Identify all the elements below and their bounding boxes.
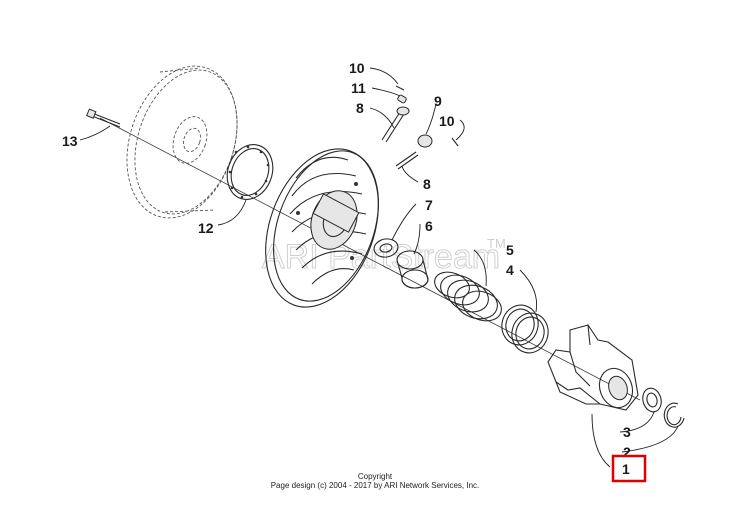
part-sheave-dashed: [126, 65, 238, 219]
callout-8-top[interactable]: 8: [356, 100, 364, 116]
callout-2[interactable]: 2: [623, 444, 631, 460]
callout-10-top[interactable]: 10: [349, 60, 365, 76]
leader-lines: [79, 67, 679, 468]
callouts: 13 12 10 11 8 9 10 8 7 6 5 4 3 2 1: [62, 60, 631, 477]
copyright-title: Copyright: [358, 472, 393, 481]
callout-11[interactable]: 11: [351, 80, 366, 96]
part-12-gasket: [226, 144, 274, 200]
part-10-pin-right: [451, 137, 459, 147]
part-3-bearing: [642, 387, 662, 413]
callout-10-right[interactable]: 10: [439, 113, 455, 129]
callout-1-highlight-box: [611, 454, 647, 483]
part-1-cam-housing: [547, 324, 639, 411]
callout-4[interactable]: 4: [506, 262, 514, 278]
callout-13[interactable]: 13: [62, 133, 78, 149]
footer-copyright: Copyright Page design (c) 2004 - 2017 by…: [271, 472, 480, 490]
callout-3[interactable]: 3: [623, 424, 631, 440]
callout-8-lower[interactable]: 8: [423, 176, 431, 192]
watermark-tm: TM: [487, 236, 506, 251]
part-10-pin-top: [395, 85, 405, 91]
part-9-cap: [417, 134, 433, 148]
part-2-snap-ring: [663, 402, 685, 428]
part-13-bolt: [86, 108, 121, 128]
callout-5[interactable]: 5: [506, 242, 514, 258]
callout-1[interactable]: 1: [622, 461, 630, 477]
copyright-line: Page design (c) 2004 - 2017 by ARI Netwo…: [271, 481, 480, 490]
part-4-rings: [501, 304, 549, 354]
part-5-spring: [434, 271, 502, 322]
part-7-washer: [373, 238, 399, 258]
part-8-pin-lower: [395, 151, 419, 170]
callout-12[interactable]: 12: [198, 220, 214, 236]
watermark: ARI PartStream TM: [262, 236, 506, 277]
shaft-axis-line: [99, 117, 641, 401]
part-11-roller: [397, 94, 407, 104]
callout-6[interactable]: 6: [425, 218, 433, 234]
part-8-pin-top: [381, 106, 410, 143]
callout-9[interactable]: 9: [434, 93, 442, 109]
part-6-bushing: [396, 250, 429, 289]
part-sheave-front: [265, 148, 379, 308]
callout-7[interactable]: 7: [425, 197, 433, 213]
